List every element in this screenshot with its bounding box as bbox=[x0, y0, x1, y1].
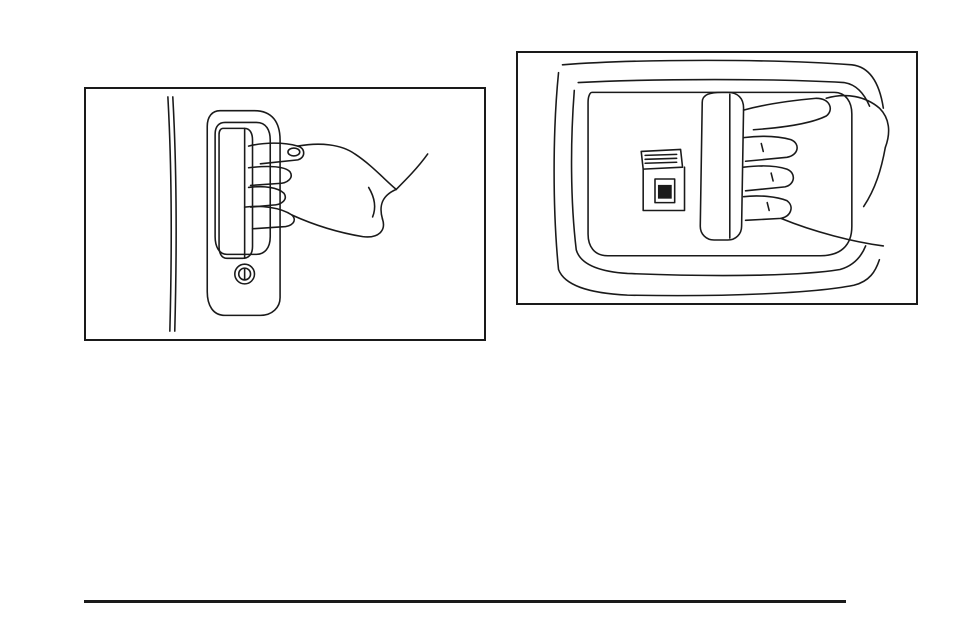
finger-index bbox=[744, 98, 831, 129]
trim-outer-top bbox=[562, 60, 883, 108]
finger-ring bbox=[744, 166, 794, 191]
exterior-door-handle-figure bbox=[84, 87, 486, 341]
handle-lever bbox=[219, 128, 252, 258]
lock-indicator-mark bbox=[658, 185, 672, 199]
handle-recess bbox=[215, 122, 270, 254]
interior-door-handle-figure bbox=[516, 51, 918, 305]
finger-index bbox=[249, 143, 304, 164]
hand-top-edge bbox=[826, 96, 888, 148]
lock-switch-ridge-2 bbox=[645, 158, 676, 159]
hand-bottom-edge bbox=[781, 218, 883, 246]
knuckle-crease-2 bbox=[771, 173, 773, 181]
handle-lever bbox=[700, 92, 743, 240]
lock-switch-ridge-1 bbox=[645, 154, 676, 155]
hand-top-edge bbox=[298, 144, 396, 189]
interior-door-handle-illustration bbox=[518, 53, 916, 303]
thumb-web bbox=[381, 189, 396, 219]
knuckle-crease-1 bbox=[761, 144, 763, 152]
handle-bezel bbox=[207, 111, 280, 316]
knuckle-line bbox=[369, 187, 375, 217]
door-edge-line-inner bbox=[173, 97, 176, 331]
lock-switch-ridge-3 bbox=[645, 162, 676, 163]
wrist-edge bbox=[864, 147, 886, 206]
wrist-top bbox=[396, 154, 427, 189]
footer-rule bbox=[84, 600, 846, 603]
knuckle-crease-3 bbox=[767, 203, 769, 211]
exterior-door-handle-illustration bbox=[86, 89, 484, 339]
handle-recess bbox=[588, 92, 852, 255]
door-edge-line bbox=[168, 97, 171, 331]
finger-middle bbox=[744, 136, 798, 161]
fingernail bbox=[288, 148, 300, 156]
hand-bottom-edge bbox=[292, 215, 384, 237]
finger-little bbox=[744, 196, 791, 220]
